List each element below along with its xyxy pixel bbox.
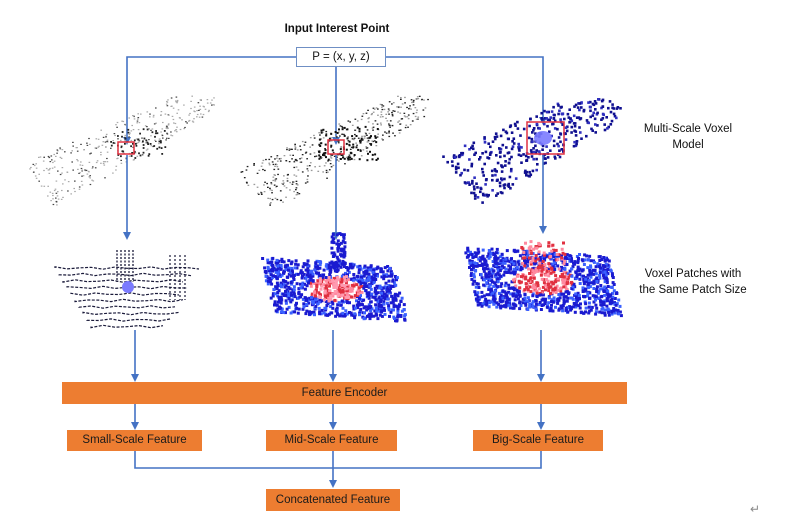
encoder-to-feature-arrows (131, 404, 545, 430)
scene-small-pointcloud (29, 95, 215, 206)
small-scale-feature-box: Small-Scale Feature (67, 430, 202, 451)
selection-box-mid (327, 139, 345, 155)
scene-mid-pointcloud (240, 95, 429, 206)
multi-scale-label: Multi-Scale Voxel Model (628, 121, 748, 153)
scene-big-voxel-model (442, 98, 622, 204)
big-scale-feature-box: Big-Scale Feature (473, 430, 603, 451)
selection-box-small (117, 141, 135, 155)
patches-label-line2: the Same Patch Size (639, 284, 747, 296)
multi-scale-label-line1: Multi-Scale Voxel (643, 123, 733, 135)
patch-to-encoder-arrows (131, 330, 545, 382)
input-connectors (123, 56, 547, 145)
return-mark: ↵ (750, 502, 761, 516)
patches-label-line1: Voxel Patches with (644, 268, 742, 280)
patches-label: Voxel Patches with the Same Patch Size (623, 266, 763, 298)
selection-box-big (526, 121, 565, 155)
mid-scale-feature-box: Mid-Scale Feature (266, 430, 397, 451)
feature-encoder-box: Feature Encoder (62, 382, 627, 404)
interest-point-marker (534, 131, 552, 145)
feature-to-concat-lines (134, 451, 542, 488)
patch-big (464, 240, 623, 318)
scene-to-patch-arrows (123, 155, 547, 240)
input-point-box: P = (x, y, z) (296, 47, 386, 67)
multi-scale-label-line2: Model (672, 139, 704, 151)
patch-mid (261, 232, 407, 323)
patch-small (54, 250, 200, 329)
concatenated-feature-box: Concatenated Feature (266, 489, 400, 511)
input-title: Input Interest Point (284, 23, 390, 35)
